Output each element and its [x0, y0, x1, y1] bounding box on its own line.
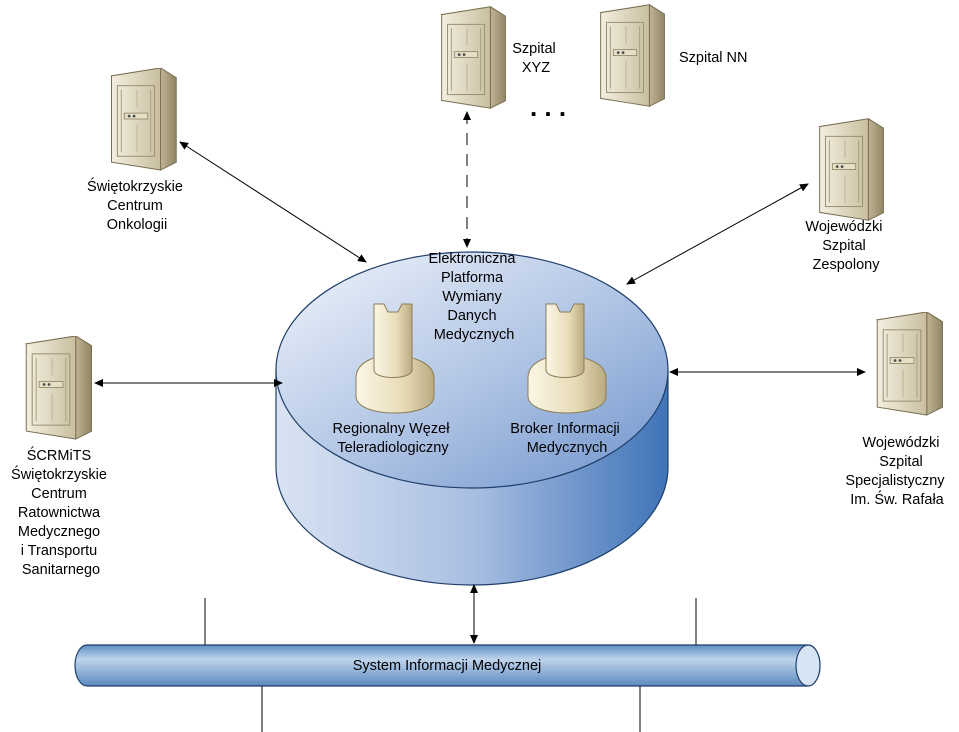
wojewodzki-specjalistyczny-label-line: Szpital: [879, 454, 923, 470]
broker-informacji-component: [527, 303, 607, 414]
server-icon: [819, 118, 884, 221]
szpital-nn-label-line: Szpital NN: [679, 50, 748, 66]
scrmits-label-line: i Transportu: [21, 543, 98, 559]
scrmits-label-line: ŚCRMiTS: [27, 446, 91, 464]
system-informacji-bus: System Informacji Medycznej: [74, 644, 821, 687]
wojewodzki-specjalistyczny-label-line: Im. Św. Rafała: [850, 490, 944, 508]
ellipsis-more-hospitals: . . .: [530, 92, 566, 122]
wojewodzki-specjalistyczny-label: Wojewódzki Szpital Specjalistyczny Im. Ś…: [845, 435, 948, 508]
platform-title-line: Platforma: [441, 270, 504, 286]
scrmits-label-line: Medycznego: [18, 524, 100, 540]
wojewodzki-zespolony-label-line: Szpital: [822, 238, 866, 254]
szpital-xyz-label: Szpital XYZ: [512, 41, 560, 76]
server-icon: [600, 4, 665, 107]
server-icon: [25, 336, 92, 440]
regionalny-wezel-component: [355, 303, 435, 414]
broker-informacji-label-line: Broker Informacji: [510, 421, 620, 437]
wojewodzki-zespolony-label: Wojewódzki Szpital Zespolony: [805, 219, 886, 273]
connection-wojewodzki-zespolony: [626, 183, 809, 285]
bus-label: System Informacji Medycznej: [353, 658, 542, 674]
wojewodzki-specjalistyczny-label-line: Wojewódzki: [862, 435, 939, 451]
onkologia-label-line: Onkologii: [107, 217, 167, 233]
broker-informacji-label-line: Medycznych: [527, 440, 608, 456]
connection-onkologia: [179, 141, 367, 263]
wojewodzki-specjalistyczny-label-line: Specjalistyczny: [845, 473, 945, 489]
server-icon: [441, 6, 506, 109]
szpital-xyz-label-line: XYZ: [522, 60, 550, 76]
platform-title-line: Wymiany: [442, 289, 502, 305]
server-icon: [876, 312, 943, 416]
platform-title: Elektroniczna Platforma Wymiany Danych M…: [428, 251, 519, 343]
scrmits-label-line: Ratownictwa: [18, 505, 101, 521]
szpital-xyz-label-line: Szpital: [512, 41, 556, 57]
onkologia-label-line: Centrum: [107, 198, 163, 214]
scrmits-label-line: Świętokrzyskie: [11, 465, 107, 483]
szpital-nn-label: Szpital NN: [679, 50, 748, 66]
regionalny-wezel-label-line: Regionalny Węzeł: [333, 421, 451, 437]
wojewodzki-zespolony-label-line: Wojewódzki: [805, 219, 882, 235]
scrmits-label-line: Sanitarnego: [22, 562, 100, 578]
onkologia-label: Świętokrzyskie Centrum Onkologii: [87, 177, 187, 233]
regionalny-wezel-label-line: Teleradiologiczny: [337, 440, 449, 456]
scrmits-label-line: Centrum: [31, 486, 87, 502]
wojewodzki-zespolony-label-line: Zespolony: [813, 257, 881, 273]
regionalny-wezel-label: Regionalny Węzeł Teleradiologiczny: [333, 421, 454, 456]
scrmits-label: ŚCRMiTS Świętokrzyskie Centrum Ratownict…: [11, 446, 111, 578]
server-icon: [110, 68, 177, 171]
onkologia-label-line: Świętokrzyskie: [87, 177, 183, 195]
platform-title-line: Elektroniczna: [428, 251, 516, 267]
platform-title-line: Danych: [447, 308, 496, 324]
broker-informacji-label: Broker Informacji Medycznych: [510, 421, 624, 456]
platform-title-line: Medycznych: [434, 327, 515, 343]
